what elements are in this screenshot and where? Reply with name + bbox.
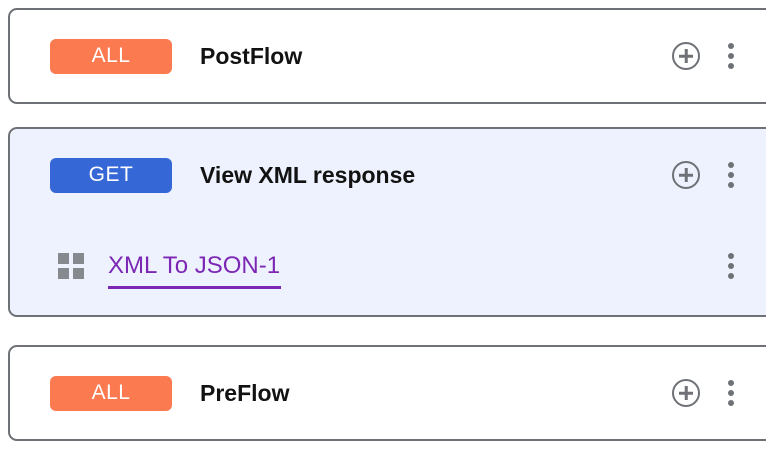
- flow-row-actions: [672, 42, 740, 70]
- method-badge-get: GET: [50, 157, 172, 193]
- flow-card-preflow[interactable]: ALL PreFlow: [8, 345, 766, 441]
- method-badge-all: ALL: [50, 375, 172, 411]
- method-badge-all: ALL: [50, 38, 172, 74]
- flow-title: View XML response: [200, 161, 416, 188]
- policy-row-actions: [722, 252, 740, 280]
- flow-header-row[interactable]: ALL PostFlow: [10, 10, 766, 102]
- plus-circle-icon[interactable]: [672, 379, 700, 407]
- flow-card-view-xml-response[interactable]: GET View XML response XML To JSON-1: [8, 127, 766, 317]
- plus-circle-icon[interactable]: [672, 161, 700, 189]
- flow-card-postflow[interactable]: ALL PostFlow: [8, 8, 766, 104]
- kebab-menu-icon[interactable]: [722, 379, 740, 407]
- flow-header-row[interactable]: ALL PreFlow: [10, 347, 766, 439]
- flow-header-row[interactable]: GET View XML response: [10, 129, 766, 221]
- kebab-menu-icon[interactable]: [722, 161, 740, 189]
- grid-squares-icon: [58, 253, 84, 279]
- kebab-menu-icon[interactable]: [722, 252, 740, 280]
- policy-row[interactable]: XML To JSON-1: [10, 221, 766, 311]
- flow-title: PostFlow: [200, 42, 303, 69]
- flow-row-actions: [672, 161, 740, 189]
- kebab-menu-icon[interactable]: [722, 42, 740, 70]
- plus-circle-icon[interactable]: [672, 42, 700, 70]
- policy-link-xml-to-json-1[interactable]: XML To JSON-1: [108, 252, 282, 289]
- flow-row-actions: [672, 379, 740, 407]
- flow-title: PreFlow: [200, 379, 290, 406]
